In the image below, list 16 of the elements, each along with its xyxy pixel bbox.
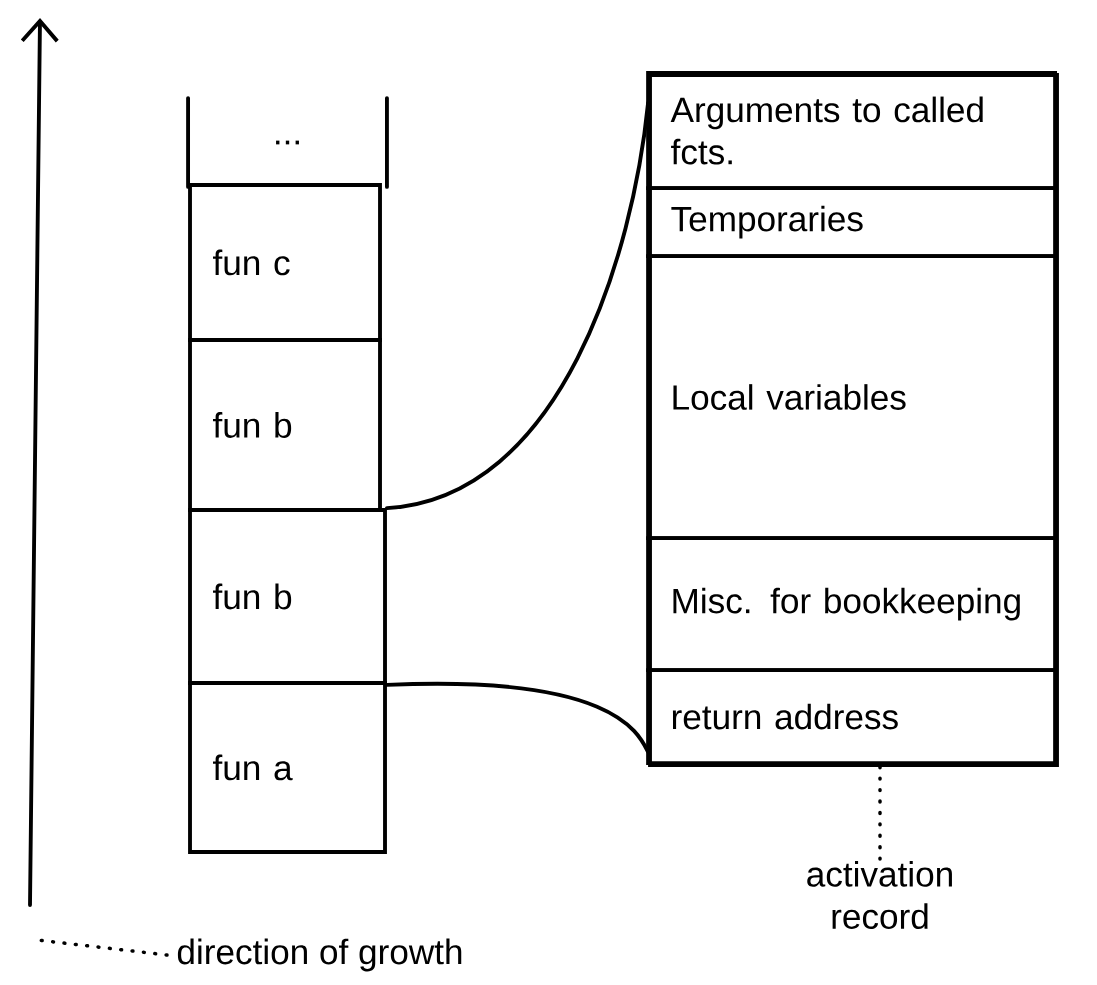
- caption-text: activation record: [807, 861, 952, 929]
- stack-frame: fun a: [188, 681, 387, 854]
- record-section: Misc. for bookkeeping: [646, 536, 1057, 672]
- stack-frame: fun b: [188, 338, 382, 512]
- stack-frame: fun c: [188, 183, 382, 342]
- stack-frame: direction of growth: [177, 938, 462, 972]
- stack-frame: fun b: [188, 508, 387, 685]
- record-box: [648, 73, 1059, 767]
- record-section: return address: [646, 668, 1057, 765]
- leader-line: [878, 765, 882, 861]
- record-section: Temporaries: [646, 186, 1057, 258]
- record-section: Arguments to called fcts.: [646, 71, 1057, 190]
- record-section: Local variables: [646, 254, 1057, 540]
- stack-frame: ...: [186, 96, 389, 189]
- zoom-line: [385, 681, 650, 754]
- zoom-line: [385, 101, 650, 510]
